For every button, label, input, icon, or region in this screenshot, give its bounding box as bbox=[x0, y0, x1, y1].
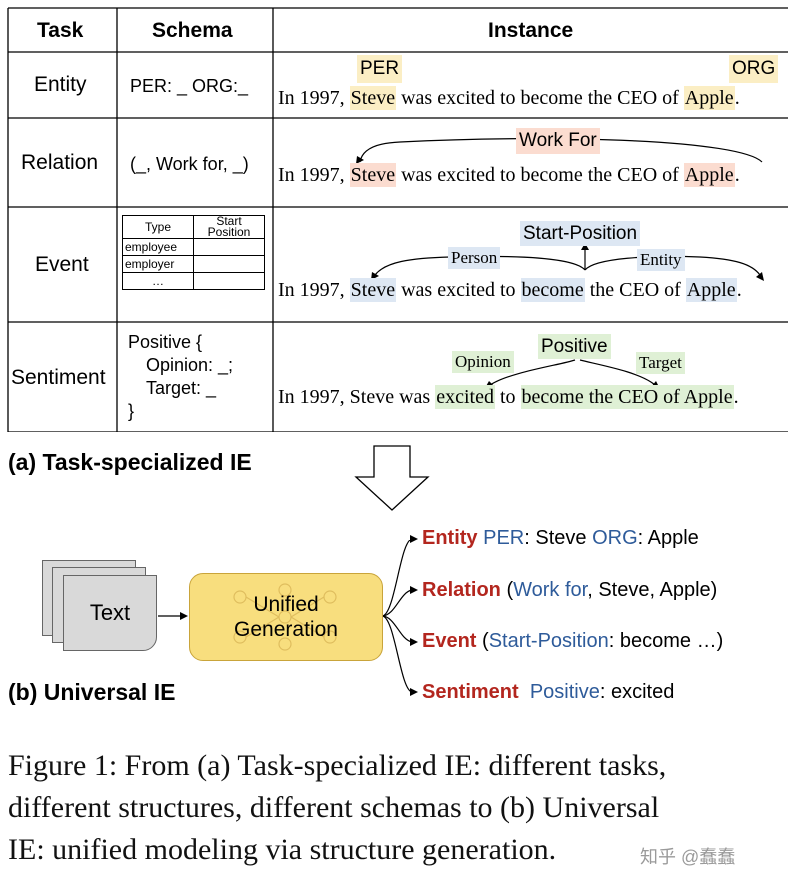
output-entity: Entity PER: Steve ORG: Apple bbox=[422, 527, 699, 549]
task-sentiment: Sentiment bbox=[11, 366, 106, 389]
instance-relation: In 1997, Steve was excited to become the… bbox=[278, 163, 740, 187]
label-universal-ie: (b) Universal IE bbox=[8, 679, 176, 705]
task-event: Event bbox=[35, 253, 89, 276]
label-positive: Positive bbox=[538, 334, 611, 359]
down-arrow-icon bbox=[354, 445, 430, 511]
role-opinion: Opinion bbox=[452, 351, 514, 373]
model-label-line1: Unified bbox=[253, 593, 319, 616]
task-specialized-table: Task Schema Instance Entity PER: _ ORG:_… bbox=[0, 0, 788, 432]
role-entity: Entity bbox=[637, 249, 685, 271]
instance-entity: In 1997, Steve was excited to become the… bbox=[278, 86, 740, 110]
label-task-specialized: (a) Task-specialized IE bbox=[8, 449, 252, 475]
role-person: Person bbox=[448, 247, 501, 269]
flow-arrows bbox=[158, 540, 418, 696]
mini-row-ellipsis: … bbox=[122, 272, 194, 290]
task-entity: Entity bbox=[34, 73, 87, 96]
model-label-line2: Generation bbox=[234, 618, 338, 641]
schema-entity: PER: _ ORG:_ bbox=[130, 76, 249, 96]
schema-relation: (_, Work for, _) bbox=[130, 154, 249, 174]
instance-event: In 1997, Steve was excited to become the… bbox=[278, 278, 742, 302]
caption-line-1: Figure 1: From (a) Task-specialized IE: … bbox=[8, 749, 667, 782]
output-relation: Relation (Work for, Steve, Apple) bbox=[422, 579, 718, 601]
role-target: Target bbox=[636, 352, 685, 374]
network-watermark-icon bbox=[233, 583, 337, 651]
mini-row-employee: employee bbox=[122, 238, 194, 256]
document-text-icon: Text bbox=[63, 575, 157, 651]
mini-row-employer: employer bbox=[122, 255, 194, 273]
label-start-position: Start-Position bbox=[520, 221, 641, 246]
header-schema: Schema bbox=[152, 19, 233, 42]
unified-generation-box: Unified Generation bbox=[189, 573, 383, 661]
tag-per: PER bbox=[357, 55, 403, 83]
caption-line-3: IE: unified modeling via structure gener… bbox=[8, 833, 557, 866]
task-relation: Relation bbox=[21, 151, 99, 174]
schema-sentiment: Positive { Opinion: _; Target: _ } bbox=[128, 332, 234, 421]
entity-arc bbox=[584, 255, 761, 276]
label-work-for: Work For bbox=[516, 128, 600, 154]
mini-header-type: Type bbox=[122, 215, 194, 239]
tag-org: ORG bbox=[729, 55, 779, 83]
input-text-label: Text bbox=[89, 600, 131, 625]
watermark: 知乎 @蠢蠢 bbox=[640, 847, 736, 867]
caption-line-2: different structures, different schemas … bbox=[8, 791, 660, 824]
header-task: Task bbox=[37, 19, 84, 42]
instance-sentiment: In 1997, Steve was excited to become the… bbox=[278, 385, 739, 409]
opinion-arc bbox=[489, 359, 576, 386]
target-arc bbox=[579, 359, 656, 386]
header-instance: Instance bbox=[488, 19, 574, 42]
arrowhead-entity bbox=[410, 535, 418, 543]
output-event: Event (Start-Position: become …) bbox=[422, 630, 724, 652]
output-sentiment: Sentiment Positive: excited bbox=[422, 681, 675, 703]
